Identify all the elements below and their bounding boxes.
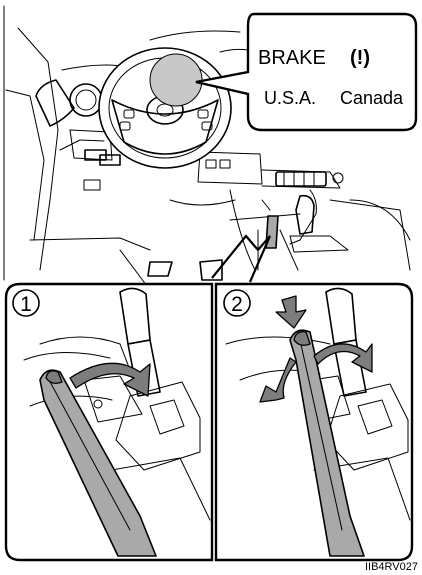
step-2-number: 2 xyxy=(231,293,243,316)
step-1-number: 1 xyxy=(20,293,32,316)
steering-wheel-icon xyxy=(99,48,231,168)
figure-code: IIB4RV027 xyxy=(365,561,418,573)
brake-indicator-highlight xyxy=(150,54,202,106)
region-label-canada: Canada xyxy=(340,88,404,108)
brake-warning-symbol: (!) xyxy=(350,47,370,69)
step-2-panel: 2 xyxy=(216,284,412,560)
region-label-usa: U.S.A. xyxy=(264,88,316,108)
step-1-panel: 1 xyxy=(6,284,212,560)
brake-text: BRAKE xyxy=(258,47,326,69)
